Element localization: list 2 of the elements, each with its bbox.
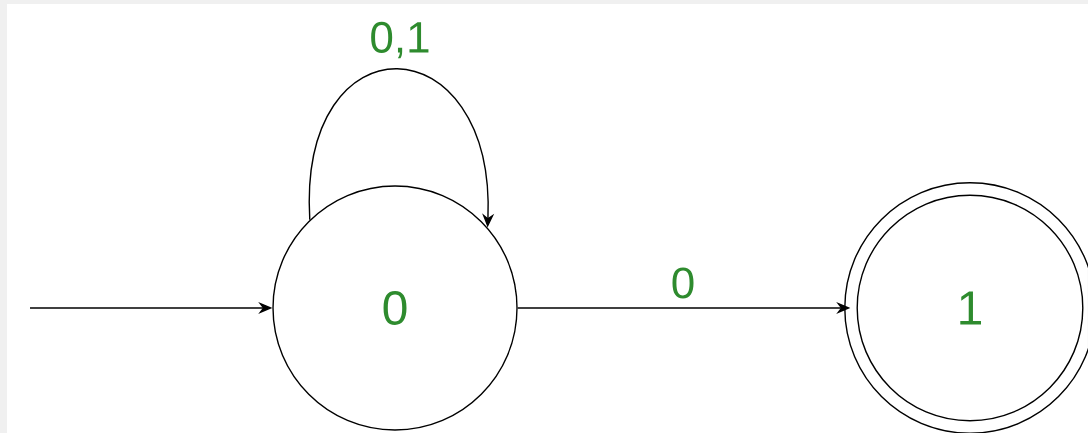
edge-label: 0,1: [368, 20, 432, 60]
edge-label: 0: [669, 266, 697, 300]
